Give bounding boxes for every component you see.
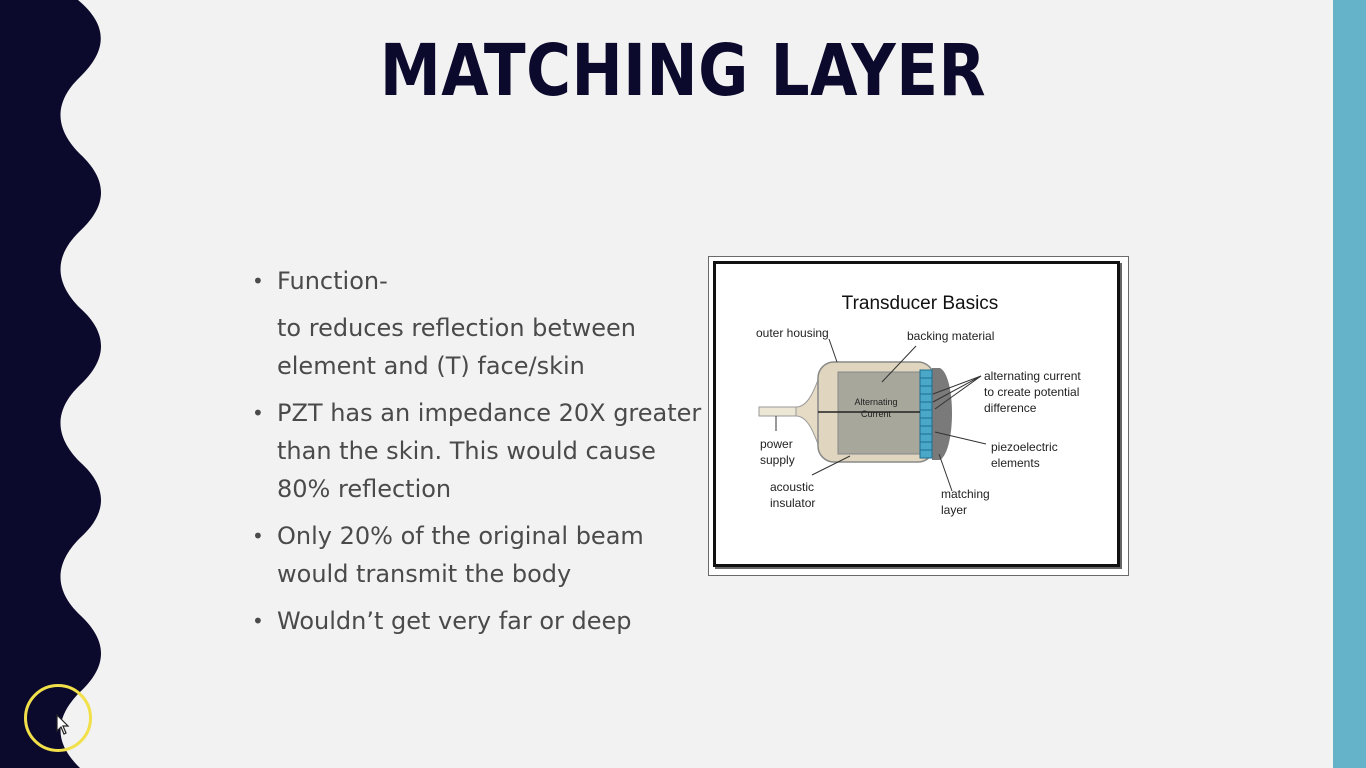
slide-title: MATCHING LAYER [379,30,987,113]
bullet-continuation: to reduces reflection between element an… [277,314,636,380]
bullet-item: • Only 20% of the original beam would tr… [252,517,702,593]
bullet-icon: • [252,524,264,548]
label-matching-2: layer [941,503,967,517]
accent-stripe [1333,0,1366,768]
label-power-2: supply [760,453,795,467]
transducer-figure-inner: Transducer Basics Alternating [713,261,1120,567]
matching-layer-shape [932,368,952,460]
label-outer-housing: outer housing [756,326,829,340]
label-alternating-current-2: to create potential [984,385,1079,399]
decorative-wave-band [0,0,101,768]
bullet-text: Wouldn’t get very far or deep [277,607,632,635]
transducer-neck [795,379,819,445]
bullet-icon: • [252,401,264,425]
center-label-2: Current [861,409,892,419]
bullet-text: Only 20% of the original beam would tran… [277,522,644,588]
label-acoustic-1: acoustic [770,480,814,494]
bullet-icon: • [252,609,264,633]
label-matching-1: matching [941,487,990,501]
center-label-1: Alternating [854,397,897,407]
bullet-text: PZT has an impedance 20X greater than th… [277,399,702,503]
power-cable [758,406,800,417]
label-backing-material: backing material [907,329,994,343]
label-acoustic-2: insulator [770,496,815,510]
label-alternating-current-3: difference [984,401,1037,415]
bullet-list: • Function- to reduces reflection betwee… [252,262,702,649]
label-piezo-1: piezoelectric [991,440,1058,454]
bullet-item: • Wouldn’t get very far or deep [252,602,702,640]
bullet-item: • Function- [252,262,702,300]
label-piezo-2: elements [991,456,1040,470]
transducer-diagram: Transducer Basics Alternating [756,293,1081,517]
bullet-text: Function- [277,267,388,295]
piezoelectric-elements [919,369,933,459]
bullet-icon: • [252,269,264,293]
bullet-item: • PZT has an impedance 20X greater than … [252,394,702,508]
figure-title: Transducer Basics [842,293,999,314]
label-alternating-current-1: alternating current [984,369,1081,383]
mouse-pointer-icon [56,714,70,735]
label-power-1: power [760,437,793,451]
cursor-highlight-ring [24,684,92,752]
transducer-figure: Transducer Basics Alternating [708,256,1129,576]
backing-material [837,371,921,455]
